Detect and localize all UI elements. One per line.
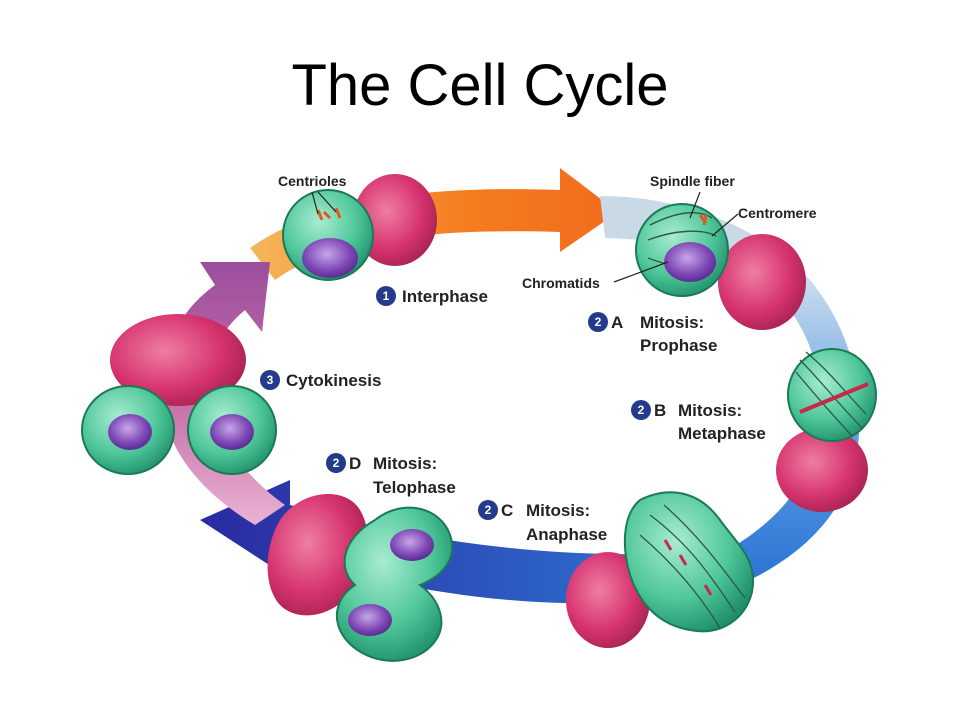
stage-label-anaphase: 2 C Mitosis: Anaphase [478,500,607,544]
step-badge-2d [326,453,346,473]
stage-name-interphase: Interphase [402,287,488,306]
anaphase-cells [566,491,755,648]
anaphase-chromosomes [663,539,713,596]
step-badge-2d-letter: D [349,454,361,473]
interphase-nucleus [302,238,358,278]
metaphase-pink-cell [776,428,868,512]
stage-label-metaphase: 2 B Mitosis: Metaphase [631,400,766,443]
stage-label-cytokinesis: 3 Cytokinesis [260,370,381,390]
stage-name-cytokinesis: Cytokinesis [286,371,381,390]
label-spindle-fiber: Spindle fiber [650,173,735,189]
label-chromatids: Chromatids [522,275,600,291]
prophase-cells [635,203,806,330]
pointer-chromatids [613,261,669,283]
step-badge-2a [588,312,608,332]
metaphase-cells [776,348,877,512]
telophase-cells [267,493,454,662]
part-labels: Centrioles Spindle fiber Centromere Chro… [278,173,817,291]
stage-sub-telophase: Telophase [373,478,456,497]
telophase-pink-cell [267,493,368,616]
centriole-mark [316,207,342,221]
telophase-nucleus-top [390,529,434,561]
telophase-nucleus-bottom [348,604,392,636]
stage-label-telophase: 2 D Mitosis: Telophase [326,453,456,497]
prophase-pink-cell [718,234,806,330]
step-badge-1-number: 1 [383,289,390,303]
step-badge-3-number: 3 [267,373,274,387]
page-title: The Cell Cycle [291,53,669,118]
step-badge-2d-number: 2 [333,456,340,470]
pointer-centromere [711,213,739,237]
anaphase-spindle [639,504,746,629]
interphase-pink-cell [353,174,437,266]
step-badge-2c-number: 2 [485,503,492,517]
stage-name-anaphase: Mitosis: [526,501,590,520]
pointer-spindle-fiber [689,191,701,219]
step-badge-2b [631,400,651,420]
pointer-centrioles [311,191,337,215]
anaphase-green-cell [623,491,755,633]
step-badge-2c-letter: C [501,501,513,520]
stage-name-prophase: Mitosis: [640,313,704,332]
step-badge-3 [260,370,280,390]
stage-name-metaphase: Mitosis: [678,401,742,420]
cytokinesis-nucleus-right [210,414,254,450]
anaphase-pink-cell [566,552,650,648]
prophase-nucleus [664,242,716,282]
cytokinesis-nucleus-left [108,414,152,450]
label-centromere: Centromere [738,205,817,221]
stage-sub-prophase: Prophase [640,336,717,355]
stage-sub-anaphase: Anaphase [526,525,607,544]
step-badge-2a-letter: A [611,313,623,332]
interphase-cells [282,174,437,281]
step-badge-2a-number: 2 [595,315,602,329]
step-badge-2c [478,500,498,520]
stage-name-telophase: Mitosis: [373,454,437,473]
stage-label-interphase: 1 Interphase [376,286,488,306]
cytokinesis-pink-cell [110,314,246,406]
step-badge-2b-number: 2 [638,403,645,417]
step-badge-2b-letter: B [654,401,666,420]
step-badge-1 [376,286,396,306]
cytokinesis-cells [81,314,277,475]
stage-sub-metaphase: Metaphase [678,424,766,443]
metaphase-chromosomes [799,382,869,414]
label-centrioles: Centrioles [278,173,347,189]
centromere-mark [698,214,708,226]
stage-label-prophase: 2 A Mitosis: Prophase [588,312,717,355]
